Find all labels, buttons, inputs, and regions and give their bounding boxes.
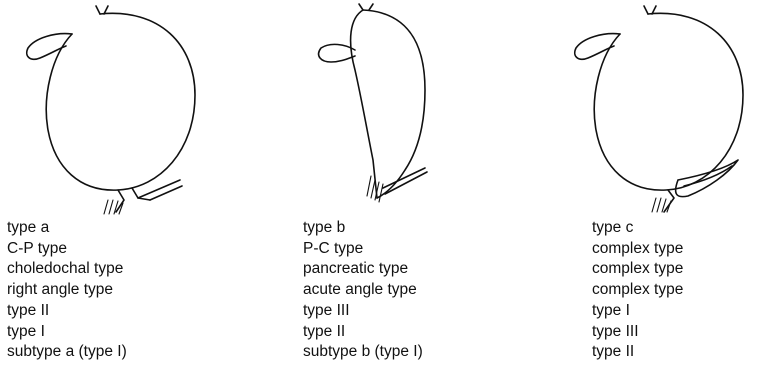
duct-diagram-type-a: [0, 0, 250, 215]
gallbladder: [575, 34, 620, 60]
type-label: type III: [303, 301, 423, 322]
type-label: complex type: [592, 259, 683, 280]
type-label: type I: [7, 322, 127, 343]
type-label: complex type: [592, 280, 683, 301]
cyst-outline: [594, 13, 743, 190]
duct-diagram-type-b: [255, 0, 505, 215]
type-label: subtype b (type I): [303, 342, 423, 363]
type-label: choledochal type: [7, 259, 127, 280]
type-label: type I: [592, 301, 683, 322]
gallbladder: [27, 34, 72, 60]
gallbladder: [319, 44, 355, 62]
type-label: acute angle type: [303, 280, 423, 301]
figure-type-a: type a C-P type choledochal type right a…: [0, 0, 250, 381]
upper-duct: [359, 4, 373, 10]
type-label: type III: [592, 322, 683, 343]
type-label: right angle type: [7, 280, 127, 301]
type-label: type II: [303, 322, 423, 343]
type-label: C-P type: [7, 239, 127, 260]
type-label: type II: [7, 301, 127, 322]
type-label: subtype a (type I): [7, 342, 127, 363]
label-list-type-a: type a C-P type choledochal type right a…: [7, 218, 127, 363]
type-label: complex type: [592, 239, 683, 260]
duodenal-wall: [367, 176, 383, 202]
figure-type-c: type c complex type complex type complex…: [528, 0, 758, 381]
cyst-outline: [363, 10, 425, 198]
type-label: type c: [592, 218, 683, 239]
type-label: type b: [303, 218, 423, 239]
type-label: type II: [592, 342, 683, 363]
label-list-type-c: type c complex type complex type complex…: [592, 218, 683, 363]
figure-type-b: type b P-C type pancreatic type acute an…: [255, 0, 505, 381]
type-label: pancreatic type: [303, 259, 423, 280]
label-list-type-b: type b P-C type pancreatic type acute an…: [303, 218, 423, 363]
cyst-outline: [46, 13, 195, 190]
duct-diagram-type-c: [528, 0, 758, 215]
type-label: P-C type: [303, 239, 423, 260]
common-duct: [116, 190, 124, 212]
type-label: type a: [7, 218, 127, 239]
